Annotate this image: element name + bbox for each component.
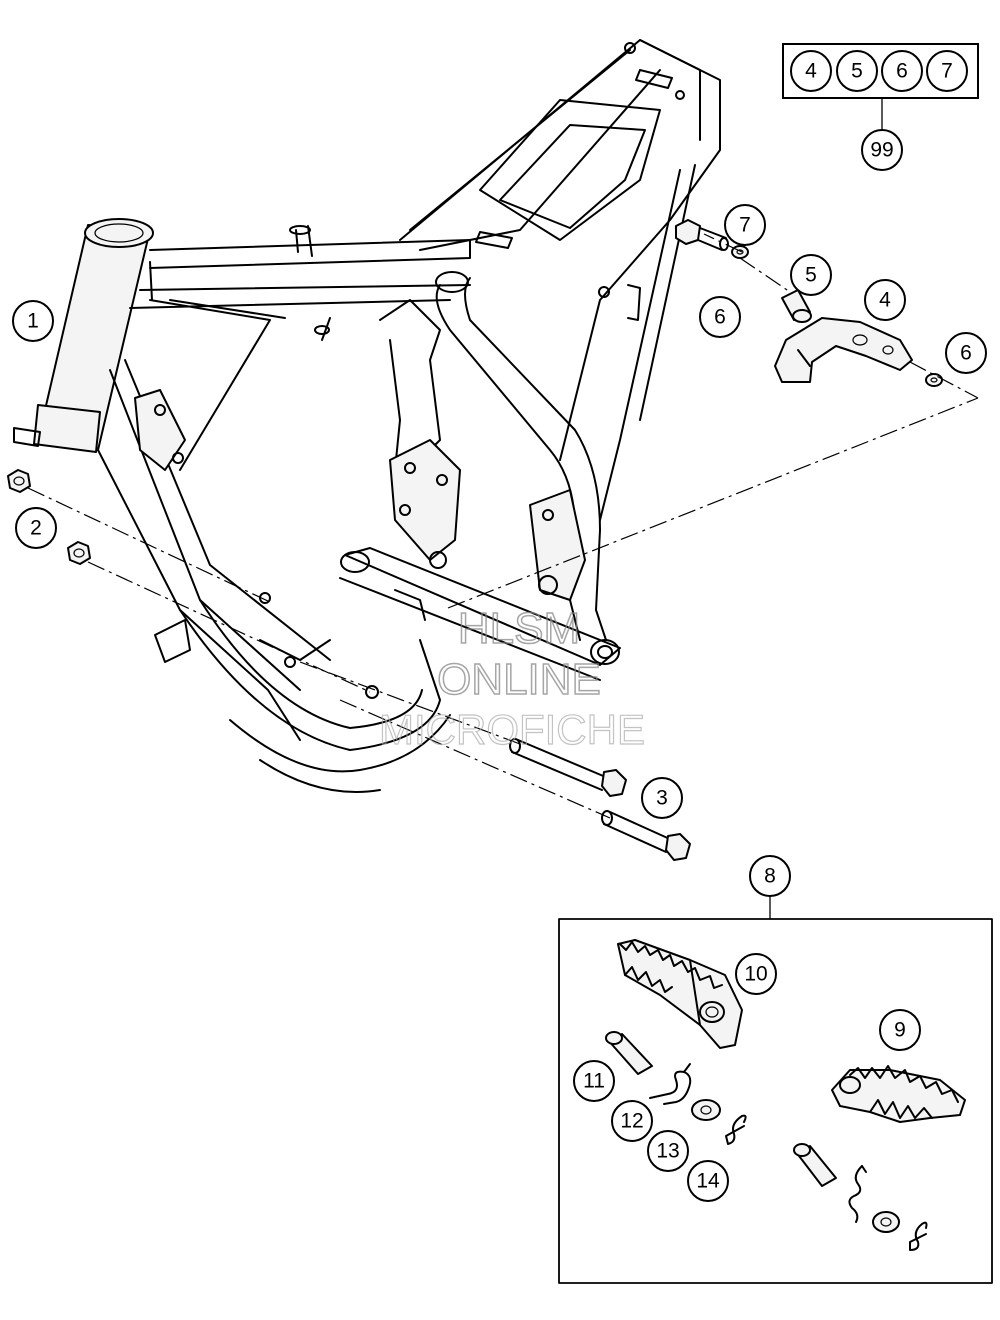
callout-5: 5 (790, 254, 832, 296)
svg-text:6: 6 (714, 306, 726, 329)
side-stand-bracket (774, 317, 913, 383)
svg-text:11: 11 (583, 1070, 605, 1093)
svg-text:10: 10 (744, 963, 767, 986)
footpeg-clip (725, 1114, 747, 1145)
svg-text:7: 7 (739, 214, 751, 237)
footpeg-washer-2 (872, 1211, 900, 1233)
callout-6-lower: 6 (945, 332, 987, 374)
washer-lower (925, 373, 943, 387)
footpeg-pin-2 (793, 1143, 837, 1187)
svg-text:6: 6 (960, 342, 972, 365)
svg-text:99: 99 (870, 139, 893, 162)
callout-6-upper: 6 (699, 296, 741, 338)
callout-7: 7 (724, 204, 766, 246)
kit-item-4: 4 (790, 50, 832, 92)
footpeg-spring (649, 1063, 692, 1105)
footpeg-spring-2 (848, 1165, 867, 1223)
footpeg-pin (605, 1031, 653, 1075)
svg-text:12: 12 (620, 1110, 643, 1133)
frame (13, 39, 721, 793)
callout-4: 4 (864, 279, 906, 321)
svg-text:13: 13 (656, 1140, 679, 1163)
frame-nut-1 (7, 469, 31, 493)
kit-item-6: 6 (881, 50, 923, 92)
svg-text:5: 5 (805, 264, 817, 287)
footpeg-left (617, 939, 743, 1049)
svg-text:6: 6 (896, 60, 908, 83)
footpeg-clip-2 (909, 1221, 928, 1251)
kit-item-5: 5 (836, 50, 878, 92)
callout-13: 13 (647, 1130, 689, 1172)
callout-99: 99 (861, 129, 903, 171)
callout-14: 14 (687, 1160, 729, 1202)
svg-text:2: 2 (30, 517, 42, 540)
svg-text:4: 4 (879, 289, 891, 312)
svg-text:5: 5 (851, 60, 863, 83)
callout-12: 12 (611, 1100, 653, 1142)
kit-box: 4 5 6 7 (782, 43, 979, 130)
svg-text:14: 14 (696, 1170, 720, 1193)
callout-2: 2 (15, 507, 57, 549)
footpeg-washer (691, 1099, 721, 1121)
watermark: HLSM ONLINE MICROFICHE (378, 603, 645, 753)
svg-text:3: 3 (656, 787, 668, 810)
svg-text:8: 8 (764, 865, 776, 888)
svg-text:HLSM: HLSM (458, 604, 580, 653)
footpeg-kit-box (558, 896, 993, 1284)
callout-10: 10 (735, 953, 777, 995)
svg-text:ONLINE: ONLINE (437, 655, 601, 704)
callout-1: 1 (12, 300, 54, 342)
long-bolt-2 (601, 810, 691, 861)
svg-text:4: 4 (805, 60, 817, 83)
side-stand-bolt (675, 219, 729, 251)
long-bolt-1 (509, 738, 627, 797)
callout-9: 9 (879, 1009, 921, 1051)
callout-8: 8 (749, 855, 791, 897)
svg-text:7: 7 (941, 60, 953, 83)
svg-text:MICROFICHE: MICROFICHE (379, 706, 645, 753)
frame-nut-2 (67, 541, 91, 565)
kit-item-7: 7 (926, 50, 968, 92)
spacer-sleeve (781, 289, 812, 323)
svg-text:9: 9 (894, 1019, 906, 1042)
svg-text:1: 1 (27, 310, 39, 333)
footpeg-right (831, 1065, 966, 1123)
callout-3: 3 (641, 777, 683, 819)
assembly-lines (27, 233, 979, 819)
callout-11: 11 (573, 1060, 615, 1102)
